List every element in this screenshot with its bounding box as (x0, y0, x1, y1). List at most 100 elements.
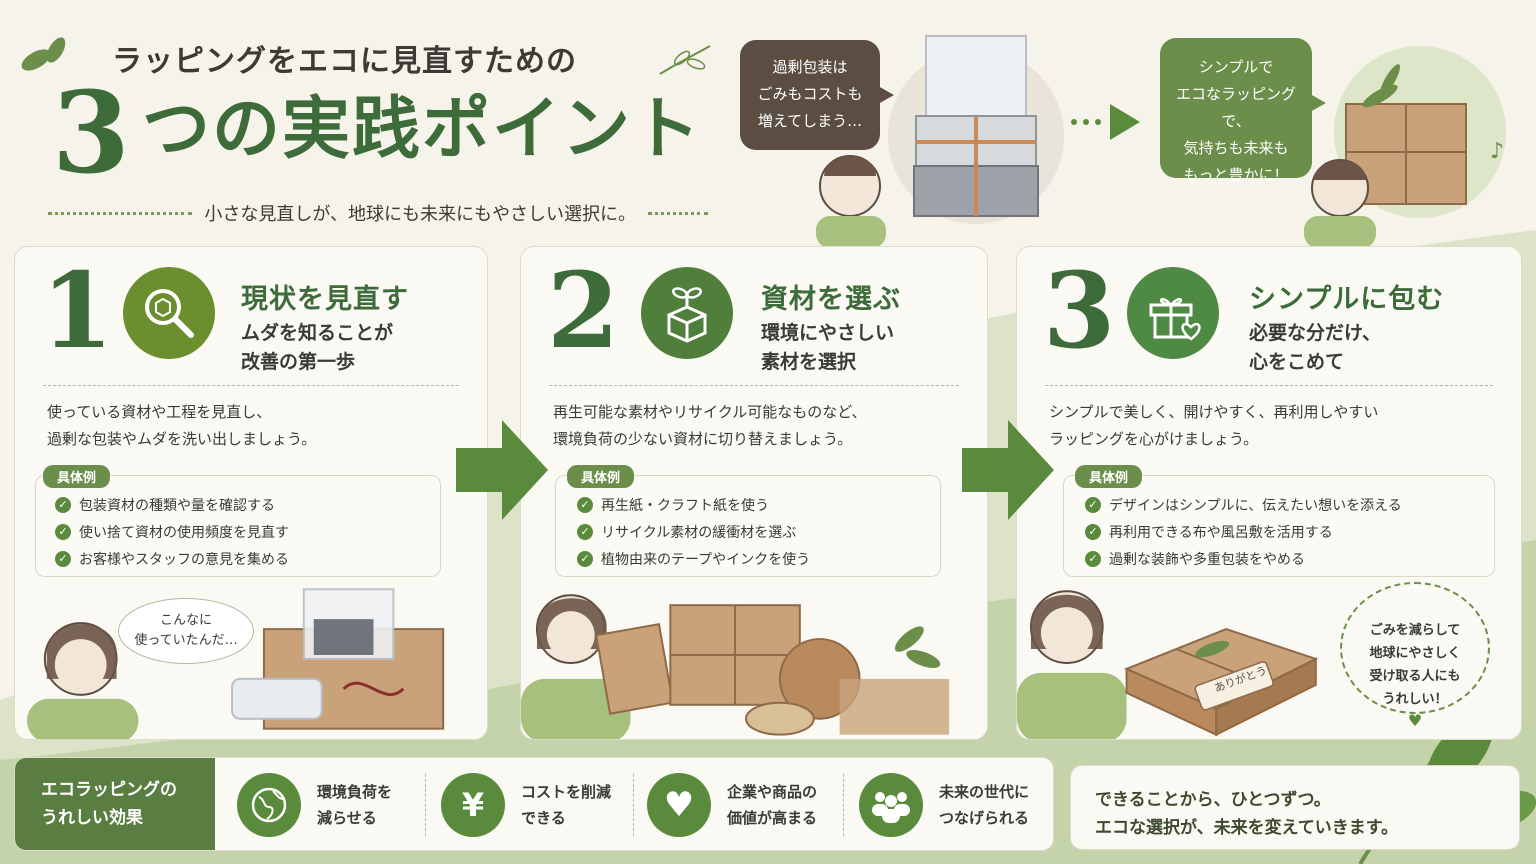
header-big-number: 3 (52, 68, 130, 199)
leaf-icon (21, 37, 66, 71)
sprig-icon (659, 45, 711, 75)
thought-bubble: こんなに 使っていたんだ… (118, 598, 254, 664)
divider (633, 774, 634, 836)
heart-icon: ♥ (1407, 711, 1423, 730)
step-number: 1 (41, 249, 114, 372)
list-item: ✓ 過剰な装飾や多重包装をやめる (1085, 545, 1402, 572)
transition-arrow (1071, 104, 1140, 140)
check-icon: ✓ (577, 523, 593, 540)
card-step-1: 1 現状を見直す ムダを知ることが 改善の第一歩 使っている資材や工程を見直し、… (14, 246, 488, 740)
dotted-line (648, 211, 708, 215)
list-item: ✓ 使い捨て資材の使用頻度を見直す (55, 518, 289, 545)
effect-item: 環境負荷を 減らせる (237, 758, 393, 850)
dotted-line (48, 211, 193, 215)
example-text: デザインはシンプルに、伝えたい想いを添える (1109, 497, 1402, 514)
step-description: 使っている資材や工程を見直し、 過剰な包装やムダを洗い出しましょう。 (47, 403, 317, 448)
check-icon: ✓ (55, 496, 71, 513)
overpacked-boxes-illustration (816, 35, 1064, 248)
example-text: 包装資材の種類や量を確認する (79, 497, 275, 514)
effect-text: コストを削減 できる (521, 783, 612, 827)
yen-icon: ¥ (441, 773, 505, 837)
benefit-note-text: ごみを減らして 地球にやさしく 受け取る人にも うれしい！ (1369, 623, 1461, 707)
before-bubble-text: 過剰包装は ごみもコストも 増えてしまう… (757, 58, 863, 130)
check-icon: ✓ (577, 550, 593, 567)
svg-text:♪: ♪ (1490, 139, 1504, 164)
check-icon: ✓ (577, 496, 593, 513)
effect-text: 環境負荷を 減らせる (317, 783, 393, 827)
heart-icon: ♥ (647, 773, 711, 837)
effect-item: ¥ コストを削減 できる (441, 758, 612, 850)
step-subtitle: 必要な分だけ、 心をこめて (1249, 322, 1382, 373)
check-icon: ✓ (55, 550, 71, 567)
gift-heart-icon (1127, 267, 1219, 359)
check-icon: ✓ (55, 523, 71, 540)
example-text: 再利用できる布や風呂敷を活用する (1109, 524, 1333, 541)
divider (425, 774, 426, 836)
examples-list: ✓ 再生紙・クラフト紙を使う ✓ リサイクル素材の緩衝材を選ぶ ✓ 植物由来のテープや… (577, 491, 810, 572)
step-title: 現状を見直す (241, 284, 409, 315)
check-icon: ✓ (1085, 496, 1101, 513)
divider (549, 385, 959, 386)
step-subtitle: 環境にやさしい 素材を選択 (761, 322, 895, 373)
example-text: 使い捨て資材の使用頻度を見直す (79, 524, 289, 541)
step-arrow-icon (962, 420, 1054, 520)
example-text: 植物由来のテープやインクを使う (601, 551, 811, 568)
examples-tag: 具体例 (567, 465, 635, 488)
page-title: つの実践ポイント (142, 90, 703, 169)
simple-wrap-illustration (1017, 590, 1319, 739)
check-icon: ✓ (1085, 523, 1101, 540)
divider (43, 385, 459, 386)
list-item: ✓ 包装資材の種類や量を確認する (55, 491, 289, 518)
examples-tag: 具体例 (1075, 465, 1143, 488)
effect-item: 未来の世代に つなげられる (859, 758, 1030, 850)
effect-text: 企業や商品の 価値が高まる (727, 783, 818, 827)
example-text: 過剰な装飾や多重包装をやめる (1109, 551, 1305, 568)
divider (843, 774, 844, 836)
step-description: 再生可能な素材やリサイクル可能なものなど、 環境負荷の少ない資材に切り替えましょ… (553, 403, 867, 448)
step-arrow-icon (456, 420, 548, 520)
divider (1045, 385, 1493, 386)
closing-message: できることから、ひとつずつ。 エコな選択が、未来を変えていきます。 (1070, 765, 1520, 850)
examples-box (1063, 475, 1495, 577)
eco-materials-illustration (521, 594, 950, 739)
before-speech-bubble: 過剰包装は ごみもコストも 増えてしまう… (740, 40, 894, 150)
kraft-gift-illustration: ♪ (1304, 46, 1506, 248)
step-number: 2 (547, 249, 620, 372)
examples-box (555, 475, 941, 577)
effects-bar: エコラッピングの うれしい効果 環境負荷を 減らせる ¥ コストを削減 できる … (14, 757, 1054, 851)
step-subtitle: ムダを知ることが 改善の第一歩 (241, 322, 394, 373)
example-text: 再生紙・クラフト紙を使う (601, 497, 769, 514)
example-text: お客様やスタッフの意見を集める (79, 551, 289, 568)
step-title: シンプルに包む (1249, 284, 1445, 315)
after-speech-bubble: シンプルで エコなラッピングで、 気持ちも未来も もっと豊かに！ (1160, 38, 1326, 184)
list-item: ✓ リサイクル素材の緩衝材を選ぶ (577, 518, 810, 545)
card-step-2: 2 資材を選ぶ 環境にやさしい 素材を選択 再生可能な素材やリサイクル可能なもの… (520, 246, 988, 740)
effect-text: 未来の世代に つなげられる (939, 783, 1030, 827)
card-step-3: 3 シンプルに包む 必要な分だけ、 心をこめて シンプルで美しく、開けやすく、再… (1016, 246, 1522, 740)
check-icon: ✓ (1085, 550, 1101, 567)
step-title: 資材を選ぶ (761, 284, 901, 315)
list-item: ✓ 再利用できる布や風呂敷を活用する (1085, 518, 1402, 545)
step-description: シンプルで美しく、開けやすく、再利用しやすい ラッピングを心がけましょう。 (1049, 403, 1379, 448)
tagline-text: 小さな見直しが、地球にも未来にもやさしい選択に。 (204, 204, 636, 225)
tagline: 小さな見直しが、地球にも未来にもやさしい選択に。 (48, 200, 708, 226)
list-item: ✓ デザインはシンプルに、伝えたい想いを添える (1085, 491, 1402, 518)
step-number: 3 (1043, 249, 1116, 372)
effects-label: エコラッピングの うれしい効果 (15, 758, 215, 850)
list-item: ✓ 再生紙・クラフト紙を使う (577, 491, 810, 518)
example-text: リサイクル素材の緩衝材を選ぶ (601, 524, 797, 541)
overpacking-illustration (26, 588, 445, 739)
people-icon (859, 773, 923, 837)
examples-tag: 具体例 (43, 465, 111, 488)
examples-box (35, 475, 441, 577)
globe-icon (237, 773, 301, 837)
header-subtitle: ラッピングをエコに見直すための (112, 44, 577, 79)
examples-list: ✓ デザインはシンプルに、伝えたい想いを添える ✓ 再利用できる布や風呂敷を活用する… (1085, 491, 1402, 572)
magnifier-box-icon (123, 267, 215, 359)
effect-item: ♥ 企業や商品の 価値が高まる (647, 758, 818, 850)
list-item: ✓ 植物由来のテープやインクを使う (577, 545, 810, 572)
sprout-box-icon (641, 267, 733, 359)
benefit-note-circle: ごみを減らして 地球にやさしく 受け取る人にも うれしい！ ♥ (1340, 582, 1490, 730)
examples-list: ✓ 包装資材の種類や量を確認する ✓ 使い捨て資材の使用頻度を見直す ✓ お客様やスタ… (55, 491, 289, 572)
list-item: ✓ お客様やスタッフの意見を集める (55, 545, 289, 572)
